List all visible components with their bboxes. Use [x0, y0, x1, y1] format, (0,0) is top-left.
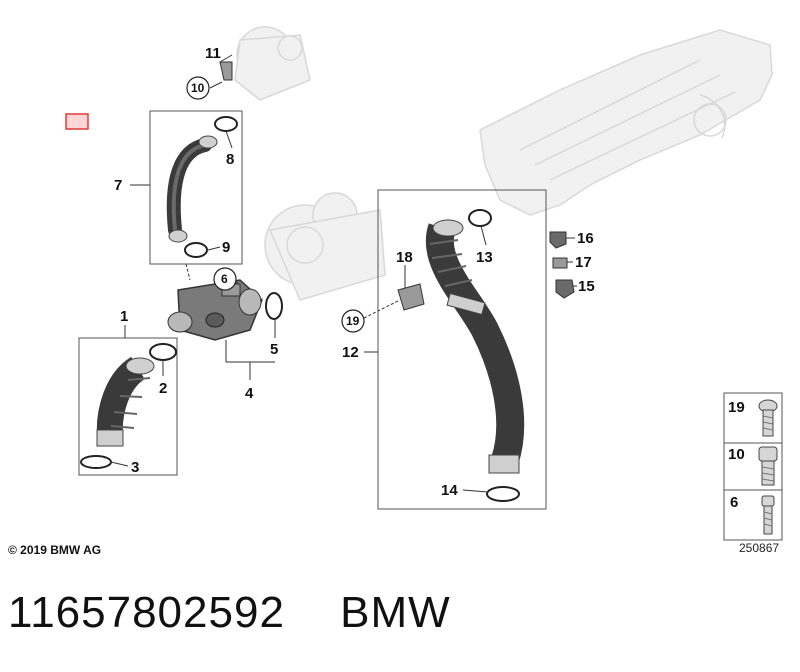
o-ring-13: [468, 209, 492, 227]
callout-11: 11: [205, 45, 221, 62]
callout-2: 2: [159, 380, 167, 397]
callout-1: 1: [120, 308, 128, 325]
callout-5: 5: [270, 341, 278, 358]
callout-7: 7: [114, 177, 122, 194]
brand-name: BMW: [340, 588, 451, 637]
callout-14: 14: [441, 482, 458, 499]
callout-3: 3: [131, 459, 139, 476]
callout-12: 12: [342, 344, 359, 361]
o-ring-14: [486, 486, 520, 502]
o-ring-3: [80, 455, 112, 469]
callout-labels: 11 10 7 8 9 6 1 2 3 5 4 18 19 12 13 14 1…: [114, 45, 595, 499]
legend-label-6: 6: [730, 494, 738, 511]
screw-19-icon: [758, 399, 778, 437]
callout-18: 18: [396, 249, 413, 266]
bracket-11: [219, 61, 233, 81]
part-number: 11657802592: [8, 588, 285, 637]
turbocharger-upper-background: [234, 26, 311, 101]
callout-16: 16: [577, 230, 594, 247]
o-ring-8: [214, 116, 238, 132]
footer-caption: 11657802592 BMW: [8, 588, 788, 648]
sensor-16: [549, 231, 567, 249]
callout-19: 19: [346, 314, 360, 328]
callout-15: 15: [578, 278, 595, 295]
callout-9: 9: [222, 239, 230, 256]
clip-17: [552, 257, 568, 269]
hose-1: [96, 356, 155, 447]
valve-assembly-4: [167, 279, 263, 341]
frame-group-12: [377, 189, 547, 510]
callout-10: 10: [191, 81, 205, 95]
copyright-notice: © 2019 BMW AG: [8, 543, 101, 557]
sensor-15: [555, 279, 575, 299]
leader-lines: [110, 54, 577, 493]
screw-6-icon: [761, 495, 775, 535]
drawing-number: 250867: [739, 541, 779, 555]
frame-fastener-legend: [723, 392, 783, 541]
callout-17: 17: [575, 254, 592, 271]
turbocharger-middle-background: [264, 192, 386, 301]
hose-12: [425, 219, 525, 474]
red-marker-square: [65, 113, 89, 130]
frame-group-1: [78, 337, 178, 476]
callout-8: 8: [226, 151, 234, 168]
callout-4: 4: [245, 385, 254, 402]
fastener-legend: 19 10 6: [728, 399, 778, 535]
o-ring-9: [184, 242, 208, 258]
bracket-18: [397, 283, 425, 311]
frame-group-7: [149, 110, 243, 265]
legend-label-19: 19: [728, 399, 745, 416]
callout-6: 6: [221, 272, 228, 286]
hose-7: [166, 135, 218, 243]
o-ring-2: [149, 343, 177, 361]
bolt-10-icon: [758, 446, 778, 486]
callout-13: 13: [476, 249, 493, 266]
intake-manifold-background: [479, 29, 773, 216]
group-frames: [78, 110, 783, 541]
legend-label-10: 10: [728, 446, 745, 463]
o-ring-5: [265, 292, 283, 320]
